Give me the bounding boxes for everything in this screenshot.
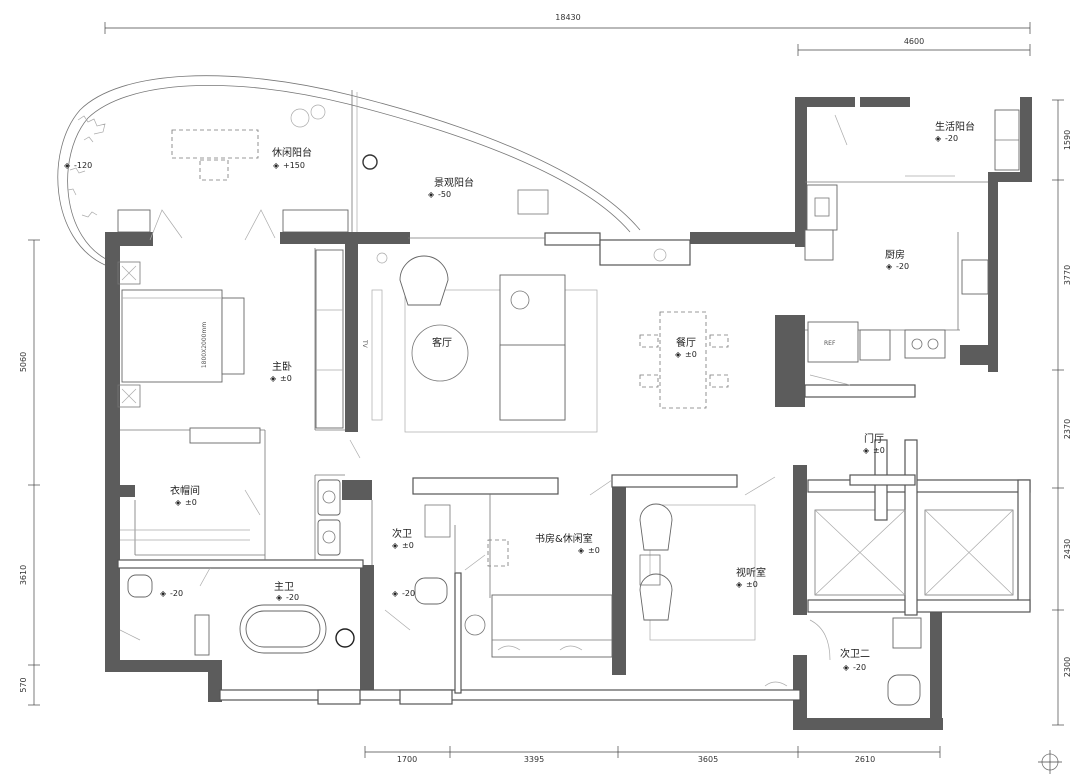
potted-plant-icon	[362, 154, 378, 170]
walls	[105, 97, 1032, 730]
room-name-foyer: 门厅	[864, 432, 884, 445]
dim-bottom-2: 3395	[524, 755, 544, 764]
level-marker-icon: ◈	[160, 589, 167, 598]
room-name-second-bath: 次卫	[392, 527, 412, 540]
dim-right-2: 3770	[1063, 265, 1072, 285]
level-marker-icon: ◈	[863, 446, 870, 455]
level-marker-icon: ◈	[428, 190, 435, 199]
room-level-cloakroom: ±0	[185, 498, 197, 507]
curved-balcony	[57, 75, 641, 266]
room-labels: 休闲阳台 ◈ +150 景观阳台 ◈ -50 生活阳台 ◈ -20 厨房 ◈ -…	[64, 120, 975, 672]
master-bedroom-furniture: 1800X2000mm TV	[117, 249, 368, 541]
level-marker-icon: ◈	[273, 161, 280, 170]
room-level-second-bath-two: -20	[853, 663, 866, 672]
room-level-foyer: ±0	[873, 446, 885, 455]
room-name-kitchen: 厨房	[885, 248, 905, 261]
room-name-view-balcony: 景观阳台	[434, 176, 474, 189]
room-name-master-bedroom: 主卧	[272, 360, 292, 373]
level-garden: -120	[74, 161, 92, 170]
dim-bottom-1: 1700	[397, 755, 417, 764]
bed-size-label: 1800X2000mm	[201, 322, 208, 368]
level-marker-icon: ◈	[736, 580, 743, 589]
lamp-icon	[117, 261, 141, 285]
level-marker-icon: ◈	[392, 589, 399, 598]
room-name-cloakroom: 衣帽间	[170, 484, 200, 497]
dining-furniture	[639, 248, 729, 409]
level-second-bath-shower: -20	[402, 589, 415, 598]
media-room-furniture	[639, 503, 788, 687]
level-marker-icon: ◈	[886, 262, 893, 271]
master-bath-furniture	[119, 479, 355, 656]
level-marker-icon: ◈	[392, 541, 399, 550]
level-marker-icon: ◈	[64, 161, 71, 170]
potted-plant-icon	[335, 628, 355, 648]
room-name-study: 书房&休闲室	[535, 532, 593, 545]
room-level-master-bath: -20	[286, 593, 299, 602]
level-marker-icon: ◈	[270, 374, 277, 383]
dim-top-right: 4600	[904, 37, 924, 46]
kitchen-furniture: REF	[804, 109, 1020, 363]
level-marker-icon: ◈	[935, 134, 942, 143]
dim-bottom-4: 2610	[855, 755, 875, 764]
level-master-bath-shower: -20	[170, 589, 183, 598]
dimension-texts: 18430 4600 1700 3395 3605 2610 5060 3610…	[19, 13, 1072, 764]
living-room-furniture	[371, 252, 598, 433]
level-marker-icon: ◈	[276, 593, 283, 602]
room-level-leisure-balcony: +150	[283, 161, 305, 170]
north-arrow-icon	[1038, 750, 1062, 774]
interior-lines	[120, 181, 988, 598]
room-name-leisure-balcony: 休闲阳台	[272, 146, 312, 159]
room-name-media-room: 视听室	[736, 566, 766, 579]
room-name-utility-balcony: 生活阳台	[935, 120, 975, 133]
dim-left-2: 3610	[19, 565, 28, 585]
room-level-view-balcony: -50	[438, 190, 451, 199]
dim-left-1: 5060	[19, 352, 28, 372]
dim-right-5: 2300	[1063, 657, 1072, 677]
door-swings	[149, 114, 851, 661]
fridge-label: REF	[824, 340, 836, 347]
level-marker-icon: ◈	[578, 546, 585, 555]
second-bath-furniture	[414, 504, 922, 706]
room-level-master-bedroom: ±0	[280, 374, 292, 383]
study-furniture	[464, 539, 613, 658]
elevators	[814, 439, 1014, 596]
room-level-utility-balcony: -20	[945, 134, 958, 143]
dim-right-4: 2430	[1063, 539, 1072, 559]
room-name-master-bath: 主卫	[274, 581, 294, 593]
dim-bottom-3: 3605	[698, 755, 718, 764]
dim-right-1: 1590	[1063, 130, 1072, 150]
dim-left-3: 570	[19, 677, 28, 692]
tv-label: TV	[361, 339, 368, 349]
dim-right-3: 2370	[1063, 419, 1072, 439]
room-name-second-bath-two: 次卫二	[840, 647, 870, 660]
level-marker-icon: ◈	[175, 498, 182, 507]
level-marker-icon: ◈	[675, 350, 682, 359]
room-level-kitchen: -20	[896, 262, 909, 271]
garden-plants-icon	[67, 104, 378, 218]
level-marker-icon: ◈	[843, 663, 850, 672]
room-name-dining-room: 餐厅	[676, 336, 696, 349]
room-level-dining-room: ±0	[685, 350, 697, 359]
dim-top-total: 18430	[555, 13, 580, 22]
room-name-living-room: 客厅	[432, 336, 452, 349]
room-level-study: ±0	[588, 546, 600, 555]
dimension-lines	[28, 22, 1064, 758]
room-level-second-bath: ±0	[402, 541, 414, 550]
room-level-media-room: ±0	[746, 580, 758, 589]
